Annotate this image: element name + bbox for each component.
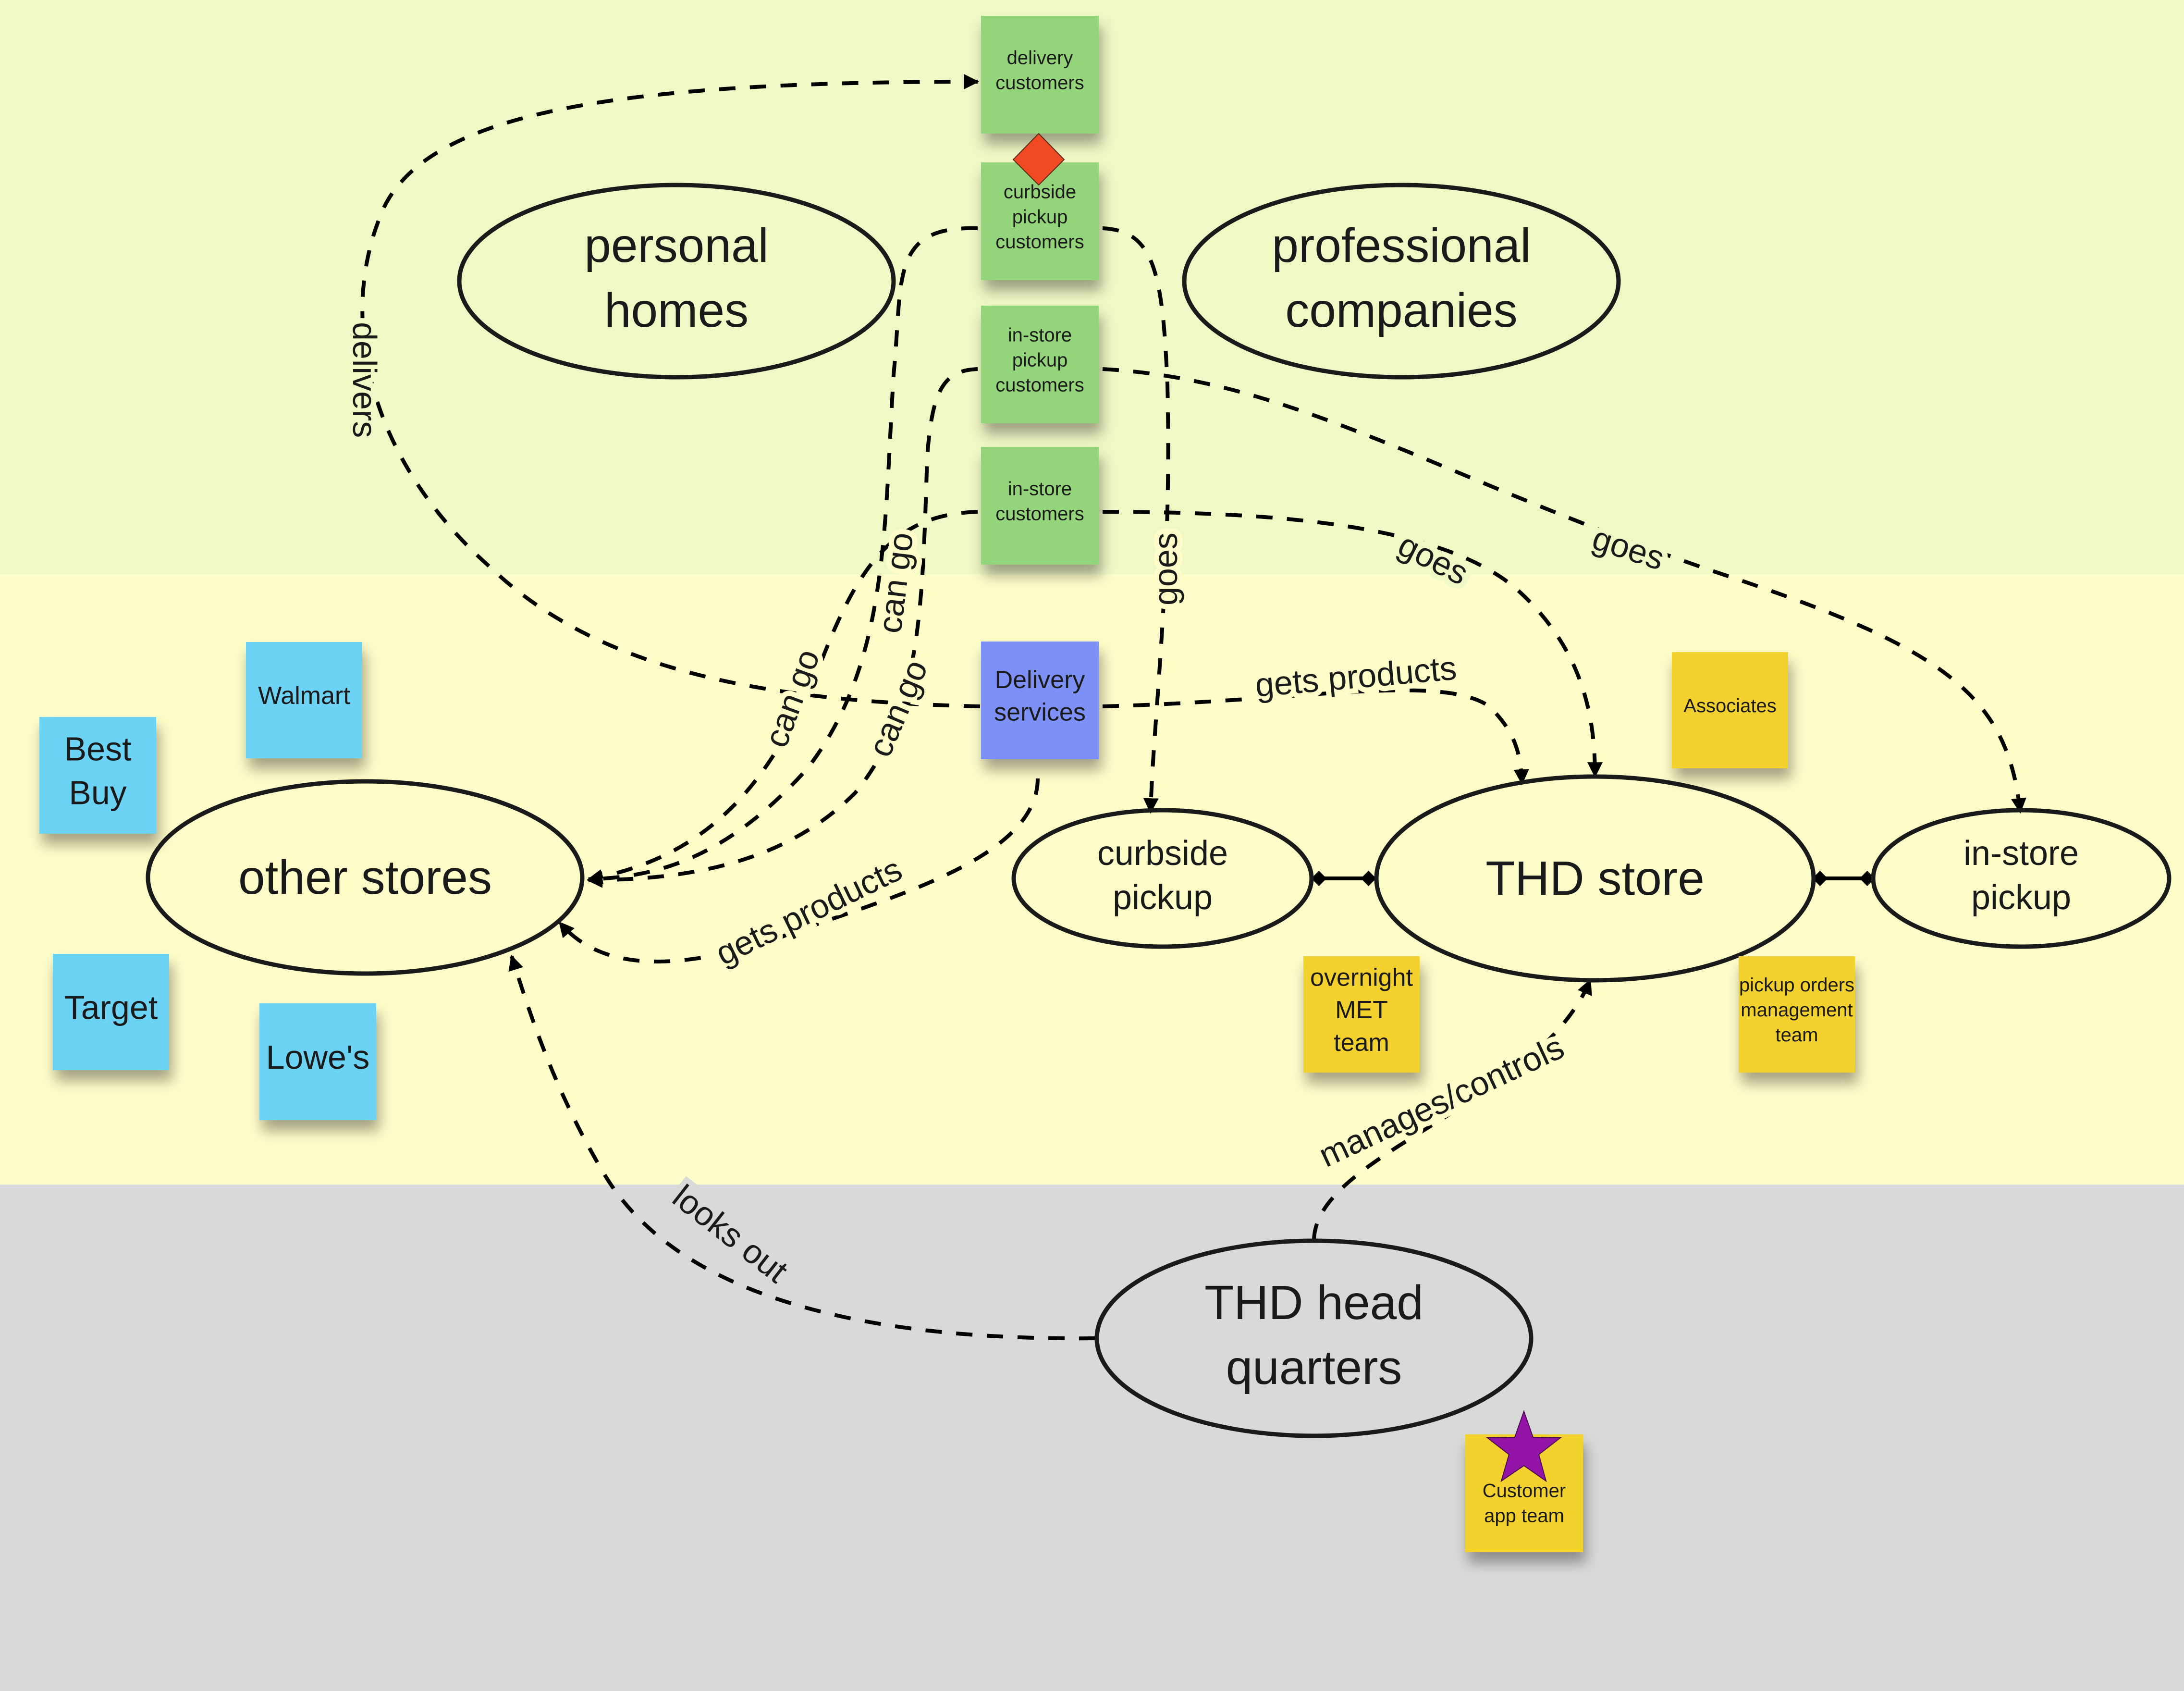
node-label: quarters: [1226, 1341, 1402, 1395]
sticky-background: [981, 16, 1099, 134]
sticky-label: management: [1741, 1000, 1853, 1021]
sticky-in-store-customers[interactable]: in-store customers: [981, 447, 1099, 565]
node-thd-store[interactable]: THD store: [1374, 774, 1816, 983]
sticky-label: services: [994, 699, 1086, 727]
sticky-label: Best: [64, 730, 131, 768]
sticky-label: Lowe's: [266, 1038, 370, 1076]
sticky-background: [53, 954, 169, 1070]
node-label: homes: [604, 284, 748, 337]
sticky-label: Target: [64, 989, 158, 1026]
node-label: other stores: [238, 851, 492, 904]
edge-delivers[interactable]: [360, 74, 981, 708]
sticky-background: [1672, 652, 1788, 768]
zone-headquarters: [0, 1185, 2184, 1691]
sticky-label: Delivery: [995, 666, 1085, 694]
sticky-associates[interactable]: Associates: [1672, 652, 1788, 768]
sticky-target[interactable]: Target: [53, 954, 169, 1070]
sticky-background: [39, 717, 156, 834]
node-label: professional: [1272, 219, 1531, 272]
node-label: pickup: [1971, 878, 2071, 917]
star-icon: [1486, 1409, 1562, 1482]
sticky-background: [259, 1003, 376, 1120]
sticky-label: Walmart: [258, 682, 350, 710]
sticky-background: [981, 447, 1099, 565]
sticky-curbside-pickup-customers[interactable]: curbside pickup customers: [981, 162, 1099, 280]
edge-manages-controls[interactable]: [1312, 979, 1592, 1240]
edge-gets-products-store[interactable]: [1102, 688, 1529, 785]
node-thd-headquarters[interactable]: THD head quarters: [1094, 1238, 1534, 1438]
sticky-label: team: [1334, 1029, 1389, 1057]
node-in-store-pickup[interactable]: in-store pickup: [1871, 808, 2172, 949]
sticky-label: customers: [995, 232, 1084, 253]
edges: [360, 74, 2026, 1341]
sticky-background: [1303, 956, 1420, 1073]
node-label: personal: [584, 219, 769, 272]
sticky-label: in-store: [1008, 325, 1072, 346]
edge-goes-curbside[interactable]: [1102, 226, 1170, 814]
node-label: curbside: [1097, 834, 1228, 873]
sticky-notes: delivery customers curbside pickup customers…: [39, 16, 1855, 1552]
sticky-background: [981, 642, 1099, 759]
sticky-background: [981, 306, 1099, 423]
edge-can-go-2[interactable]: [587, 367, 978, 888]
edge-goes-instore[interactable]: [1102, 367, 2026, 814]
node-curbside-pickup[interactable]: curbside pickup: [1011, 808, 1314, 949]
sticky-delivery-customers[interactable]: delivery customers: [981, 16, 1099, 134]
label-goes-curbside: goes: [1147, 532, 1184, 605]
sticky-label: overnight: [1310, 964, 1413, 992]
sticky-lowes[interactable]: Lowe's: [259, 1003, 376, 1120]
node-label: companies: [1285, 284, 1518, 337]
diamond-marker-icon: [1012, 133, 1065, 186]
node-label: in-store: [1963, 834, 2079, 873]
sticky-label: pickup: [1012, 350, 1068, 371]
sticky-pickup-orders-team[interactable]: pickup orders management team: [1739, 956, 1855, 1073]
sticky-delivery-services[interactable]: Delivery services: [981, 642, 1099, 759]
sticky-label: delivery: [1007, 48, 1073, 69]
sticky-background: [246, 642, 362, 758]
node-label: THD head: [1204, 1276, 1423, 1330]
sticky-walmart[interactable]: Walmart: [246, 642, 362, 758]
sticky-in-store-pickup-customers[interactable]: in-store pickup customers: [981, 306, 1099, 423]
sticky-label: Associates: [1683, 695, 1776, 716]
edge-can-go-3[interactable]: [587, 510, 978, 885]
node-professional-companies[interactable]: professional companies: [1182, 183, 1621, 380]
edge-goes-store[interactable]: [1102, 510, 1603, 778]
node-other-stores[interactable]: other stores: [146, 779, 585, 976]
sticky-label: MET: [1335, 996, 1388, 1024]
label-delivers: delivers: [346, 322, 383, 438]
edge-gets-products-other[interactable]: [558, 778, 1040, 963]
sticky-label: customers: [995, 375, 1084, 396]
sticky-label: customers: [995, 73, 1084, 94]
node-label: THD store: [1485, 852, 1705, 905]
sticky-label: in-store: [1008, 479, 1072, 500]
edge-can-go-1[interactable]: [587, 226, 978, 887]
sticky-label: curbside: [1004, 182, 1076, 203]
sticky-label: customers: [995, 504, 1084, 525]
sticky-label: Buy: [69, 774, 127, 812]
node-personal-homes[interactable]: personal homes: [457, 183, 896, 380]
sticky-label: team: [1776, 1024, 1818, 1046]
sticky-label: Customer: [1483, 1481, 1566, 1502]
sticky-label: app team: [1484, 1506, 1564, 1527]
sticky-label: pickup: [1012, 207, 1068, 228]
node-label: pickup: [1113, 878, 1213, 917]
sticky-label: pickup orders: [1739, 975, 1854, 996]
edge-looks-out[interactable]: [508, 954, 1096, 1341]
sticky-background: [1739, 956, 1855, 1073]
